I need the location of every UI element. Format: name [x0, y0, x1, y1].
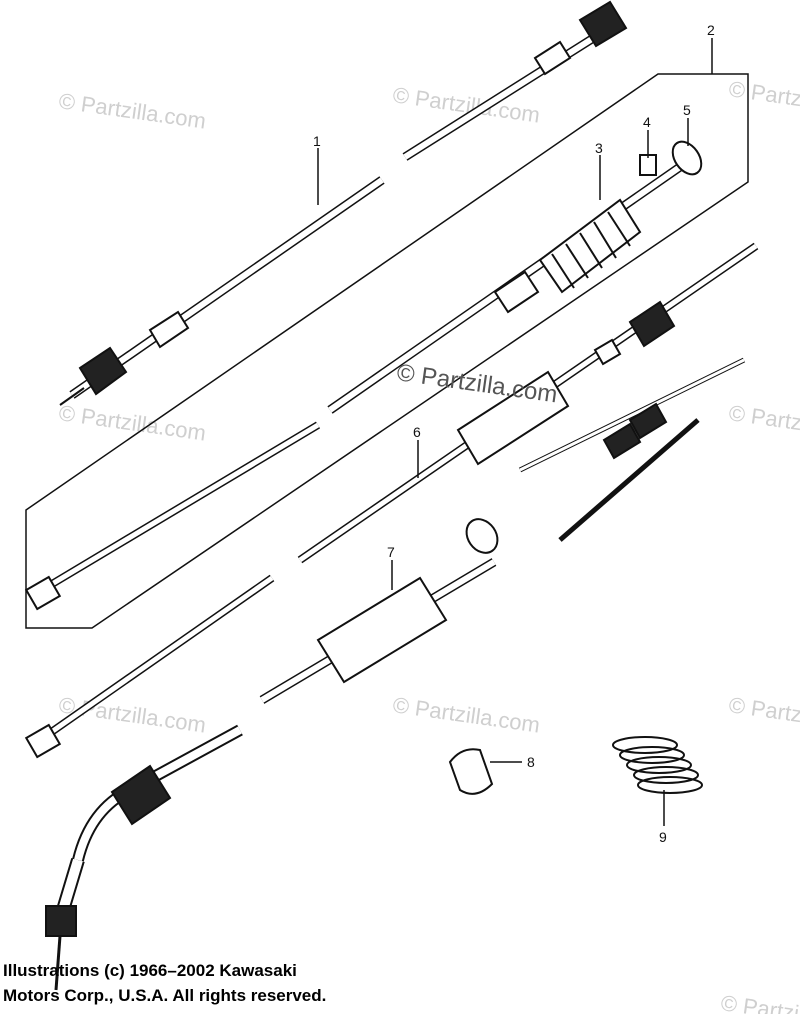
callouts: 1 2 3 4 5 6 7 8 9 — [313, 22, 715, 845]
callout-7: 7 — [387, 544, 395, 560]
callout-8: 8 — [527, 754, 535, 770]
copyright-notice: Illustrations (c) 1966–2002 Kawasaki Mot… — [3, 958, 326, 1008]
callout-4: 4 — [643, 114, 651, 130]
watermark-faint: © Partzilla.com — [727, 692, 800, 737]
watermark-faint: © Partzilla.com — [727, 400, 800, 445]
copyright-line-2: Motors Corp., U.S.A. All rights reserved… — [3, 986, 327, 1005]
assembly-outline — [25, 73, 749, 629]
watermark-faint: © Partzilla.com — [57, 88, 207, 133]
callout-9: 9 — [659, 829, 667, 845]
callout-2: 2 — [707, 22, 715, 38]
speedometer-cable — [59, 176, 385, 406]
tachometer-cable-top — [402, 0, 628, 161]
watermark-faint: © Partzilla.com — [57, 400, 207, 445]
leader-lines — [317, 38, 713, 826]
throttle-cable-6 — [297, 242, 759, 564]
watermark-faint: © Partzilla.com — [391, 692, 541, 737]
callout-3: 3 — [595, 140, 603, 156]
copyright-line-1: Illustrations (c) 1966–2002 Kawasaki — [3, 961, 297, 980]
callout-6: 6 — [413, 424, 421, 440]
clip-part — [448, 748, 494, 795]
faint-watermarks: © Partzilla.com © Partzilla.com © Partzi… — [57, 76, 800, 1014]
watermark-faint: © Partzilla.com — [719, 990, 800, 1014]
watermark-faint: © Partzilla.com — [727, 76, 800, 121]
clutch-cable — [24, 140, 703, 611]
callout-1: 1 — [313, 133, 321, 149]
spring-part — [612, 736, 703, 794]
throttle-cable-7 — [24, 558, 497, 991]
callout-5: 5 — [683, 102, 691, 118]
